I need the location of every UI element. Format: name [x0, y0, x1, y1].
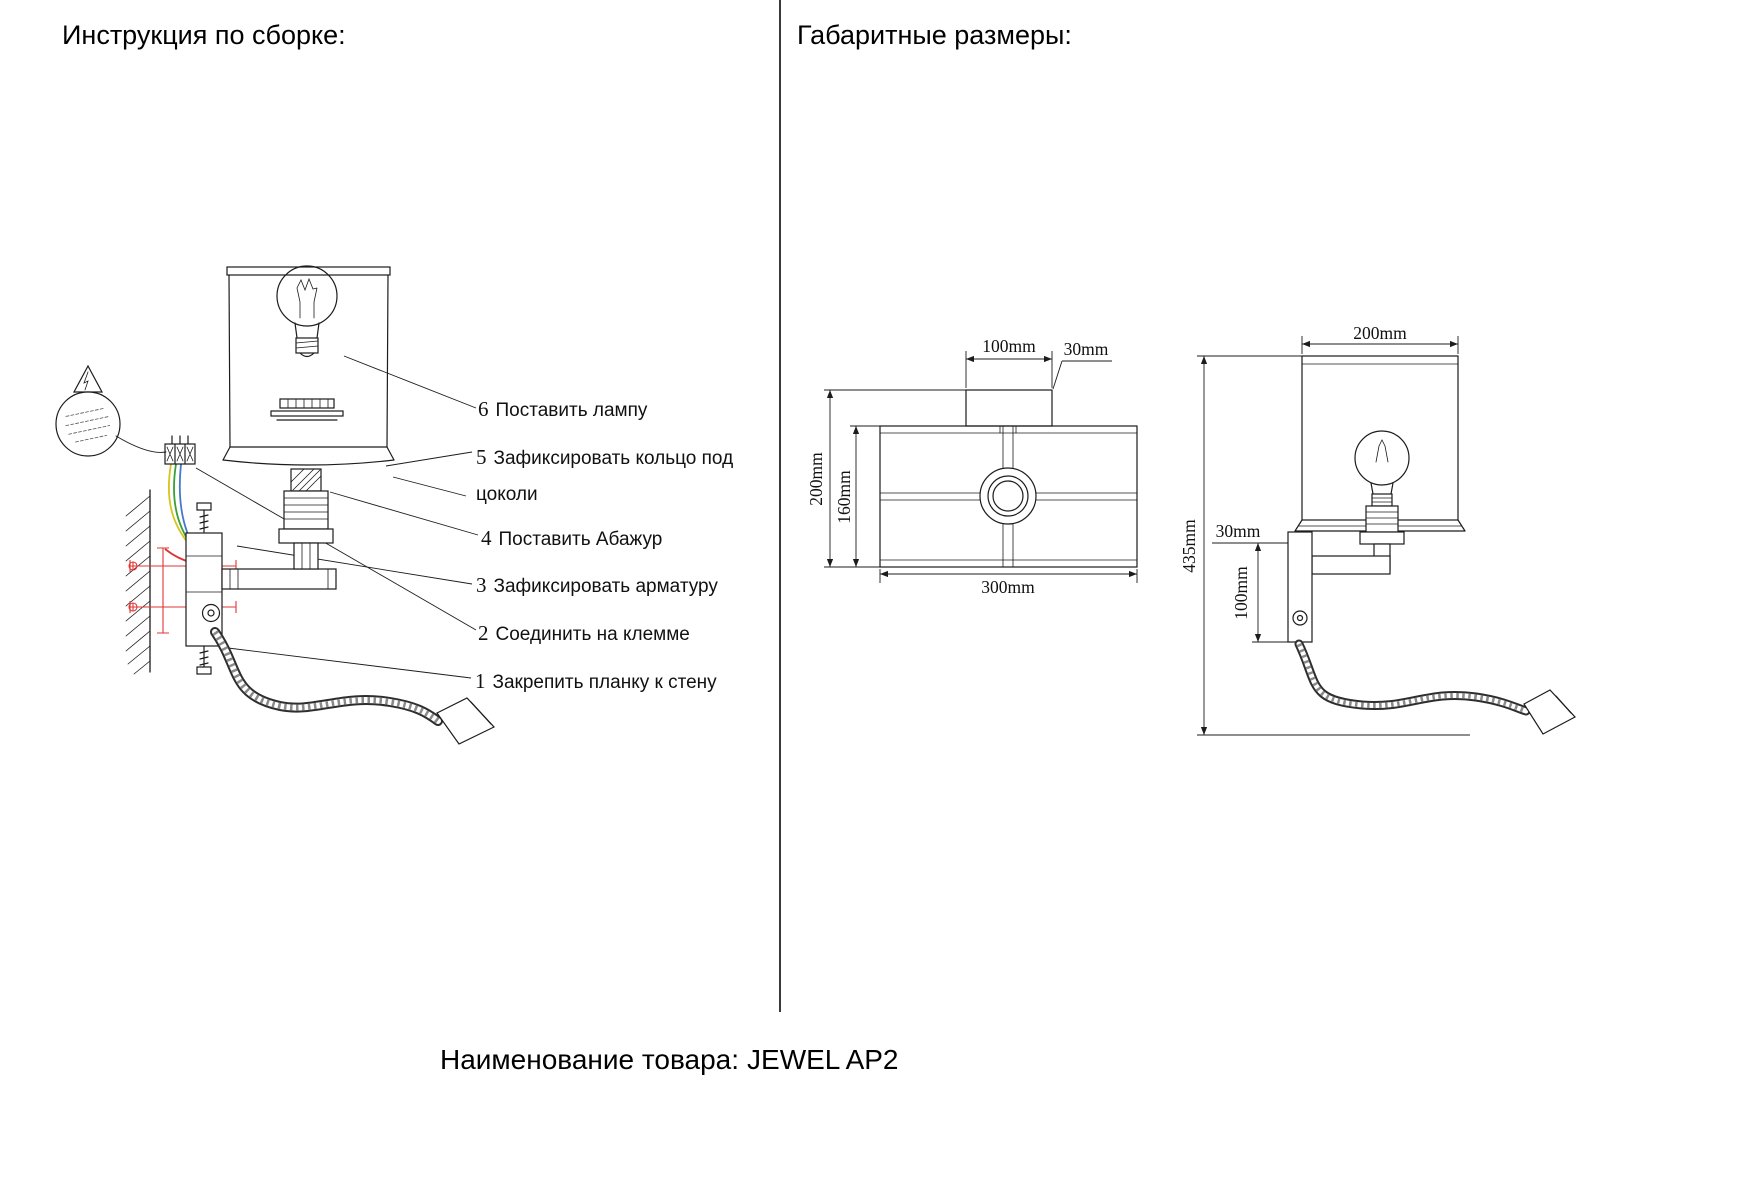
step-4: 4 Поставить Абажур — [481, 526, 662, 551]
step-6-number: 6 — [478, 397, 489, 421]
reading-light-head — [436, 697, 495, 745]
front-dim-shade-height: 160mm — [834, 470, 854, 524]
assembly-instructions-title: Инструкция по сборке: — [62, 20, 346, 50]
step-4-label: Поставить Абажур — [498, 529, 663, 550]
wall-hatching — [125, 489, 151, 675]
front-dim-canopy: 30mm — [1064, 339, 1109, 359]
warning-badge — [55, 364, 167, 457]
step-6-label: Поставить лампу — [495, 400, 648, 421]
bulb-side — [1354, 430, 1410, 486]
step-1: 1 Закрепить планку к стену — [475, 669, 717, 694]
lamp-holder — [278, 468, 334, 570]
warning-text-lines — [65, 407, 111, 443]
flexible-arm — [210, 627, 443, 726]
step-2: 2 Соединить на клемме — [478, 621, 690, 646]
step-1-label: Закрепить планку к стену — [492, 672, 717, 693]
drill-template-marks — [128, 547, 237, 634]
side-view-drawing: 200mm 435mm 30mm 100mm — [1179, 323, 1576, 736]
flexible-arm-side — [1294, 639, 1531, 716]
front-dim-width: 300mm — [981, 577, 1035, 597]
step-6: 6 Поставить лампу — [478, 397, 647, 422]
step-3-label: Зафиксировать арматуру — [493, 576, 718, 597]
overall-dimensions-title: Габаритные размеры: — [797, 20, 1072, 50]
vertical-divider — [779, 0, 781, 1012]
product-name-label: Наименование товара: — [440, 1044, 740, 1075]
product-name-value: JEWEL AP2 — [747, 1044, 899, 1075]
canopy — [965, 389, 1053, 427]
step-5: 5 Зафиксировать кольцо под — [476, 445, 733, 470]
step-2-label: Соединить на клемме — [495, 624, 690, 645]
front-view-drawing: 100mm 30mm 200mm 160mm 300mm — [806, 336, 1138, 597]
side-dim-overall-height: 435mm — [1179, 519, 1199, 573]
step-5-label: Зафиксировать кольцо под — [493, 448, 734, 469]
callout-lines — [195, 355, 479, 679]
step-1-number: 1 — [475, 669, 486, 693]
step-5-number: 5 — [476, 445, 487, 469]
reading-light-head-side — [1523, 689, 1576, 735]
step-5-label-line2: цоколи — [476, 484, 538, 505]
mounting-screws — [196, 502, 212, 675]
step-2-number: 2 — [478, 621, 489, 645]
assembly-diagram — [55, 265, 495, 745]
side-dim-shade-width: 200mm — [1353, 323, 1407, 343]
product-name-line: Наименование товара:JEWEL AP2 — [440, 1044, 899, 1076]
lampshade — [222, 266, 395, 466]
terminal-block — [164, 435, 196, 465]
step-4-number: 4 — [481, 526, 492, 550]
step-3: 3 Зафиксировать арматуру — [476, 573, 718, 598]
light-bulb-icon — [276, 265, 338, 358]
arm-side — [1311, 555, 1391, 575]
lamp-arm — [221, 568, 337, 590]
shade-front — [879, 425, 1138, 568]
front-dim-overall-height: 200mm — [806, 452, 826, 506]
front-dim-top: 100mm — [982, 336, 1036, 356]
side-dim-plate-depth: 30mm — [1216, 521, 1261, 541]
side-dim-plate-height: 100mm — [1231, 566, 1251, 620]
step-3-number: 3 — [476, 573, 487, 597]
dimension-drawings: 100mm 30mm 200mm 160mm 300mm — [806, 323, 1576, 736]
